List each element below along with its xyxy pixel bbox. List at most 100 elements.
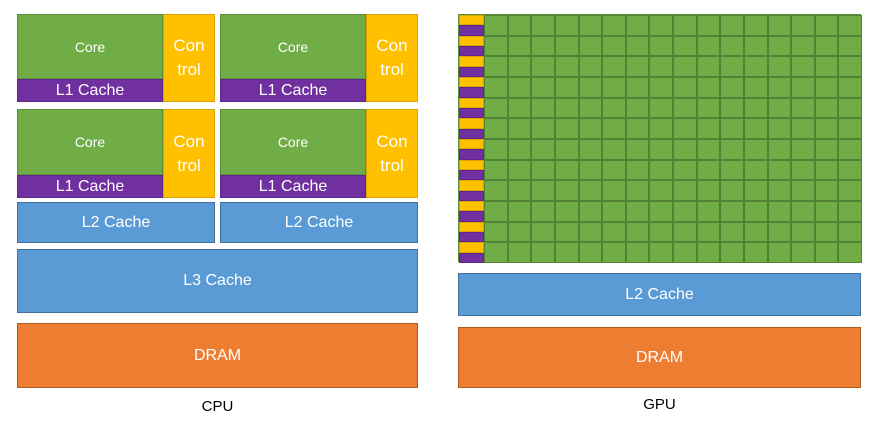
gpu-core (814, 118, 839, 139)
gpu-core (767, 201, 792, 222)
gpu-core (649, 201, 673, 222)
gpu-core (578, 118, 603, 139)
gpu-core (484, 159, 508, 181)
gpu-core (673, 180, 697, 201)
gpu-core (673, 139, 697, 160)
gpu-core (507, 159, 532, 181)
gpu-core (814, 159, 839, 181)
l2-cache-label: L2 Cache (81, 213, 151, 231)
gpu-core (838, 56, 862, 77)
l1-cache-label: L1 Cache (258, 81, 328, 99)
gpu-core (767, 159, 792, 181)
gpu-control-unit (459, 97, 484, 108)
gpu-core (507, 118, 532, 139)
gpu-core (673, 118, 697, 139)
gpu-core (602, 242, 626, 263)
control-label-line2: trol (177, 60, 201, 79)
gpu-core (696, 221, 721, 243)
core-label: Core (277, 134, 309, 150)
gpu-core (484, 180, 508, 201)
gpu-control-unit (459, 15, 484, 26)
gpu-core (531, 56, 555, 77)
gpu-core (720, 159, 744, 181)
gpu-core (720, 201, 744, 222)
gpu-core (673, 242, 697, 263)
gpu-core (743, 118, 768, 139)
gpu-core (649, 15, 673, 36)
gpu-l1-cache (459, 46, 484, 57)
gpu-core (649, 139, 673, 160)
gpu-core (720, 118, 744, 139)
gpu-core (743, 97, 768, 119)
gpu-core (554, 139, 579, 160)
gpu-core (507, 180, 532, 201)
gpu-core (814, 97, 839, 119)
gpu-control-unit (459, 201, 484, 212)
gpu-core (673, 15, 697, 36)
gpu-core (791, 15, 815, 36)
control-label-line1: Con (173, 36, 205, 55)
gpu-core (484, 201, 508, 222)
gpu-core (578, 15, 603, 36)
control-label-line1: Con (376, 131, 408, 151)
gpu-core (602, 97, 626, 119)
gpu-core (743, 180, 768, 201)
gpu-core (578, 56, 603, 77)
cpu-control: Con trol (366, 109, 418, 198)
gpu-core (531, 77, 555, 98)
gpu-core (507, 35, 532, 57)
gpu-core (484, 56, 508, 77)
gpu-core (696, 35, 721, 57)
cpu-control: Con trol (163, 109, 215, 198)
gpu-core (838, 35, 862, 57)
gpu-core (720, 139, 744, 160)
gpu-core (625, 56, 650, 77)
gpu-core (649, 242, 673, 263)
cpu-l1-cache: L1 Cache (17, 175, 163, 198)
gpu-control-unit (459, 221, 484, 232)
gpu-core (531, 221, 555, 243)
gpu-core (484, 118, 508, 139)
gpu-core (649, 180, 673, 201)
cpu-control: Con trol (366, 14, 418, 102)
gpu-core (838, 139, 862, 160)
gpu-core (696, 56, 721, 77)
gpu-core (814, 77, 839, 98)
gpu-core (838, 180, 862, 201)
gpu-core (554, 97, 579, 119)
l1-cache-label: L1 Cache (258, 177, 328, 195)
gpu-core (814, 180, 839, 201)
gpu-core (767, 56, 792, 77)
gpu-core (814, 221, 839, 243)
gpu-core (720, 221, 744, 243)
gpu-core (791, 97, 815, 119)
gpu-core (673, 159, 697, 181)
gpu-core (791, 35, 815, 57)
gpu-core-grid (458, 14, 862, 263)
l3-cache-label: L3 Cache (183, 272, 252, 289)
gpu-core (696, 159, 721, 181)
gpu-core (554, 221, 579, 243)
gpu-l1-cache (459, 128, 484, 139)
cpu-l1-cache: L1 Cache (220, 175, 366, 198)
gpu-core (743, 56, 768, 77)
cpu-core: Core (17, 14, 163, 79)
gpu-core (673, 77, 697, 98)
l1-cache-label: L1 Cache (55, 177, 125, 195)
gpu-core (720, 56, 744, 77)
gpu-core (838, 77, 862, 98)
l2-cache-label: L2 Cache (625, 285, 694, 303)
gpu-core (673, 35, 697, 57)
cpu-l2-cache: L2 Cache (220, 202, 418, 243)
control-label-line1: Con (173, 131, 205, 151)
gpu-core (625, 221, 650, 243)
gpu-core (484, 35, 508, 57)
dram-label: DRAM (193, 346, 242, 364)
cpu-dram: DRAM (17, 323, 418, 388)
gpu-l2-cache: L2 Cache (458, 273, 861, 316)
gpu-l1-cache (459, 252, 484, 263)
gpu-core (625, 97, 650, 119)
gpu-core (625, 15, 650, 36)
gpu-core (814, 56, 839, 77)
gpu-core (578, 201, 603, 222)
